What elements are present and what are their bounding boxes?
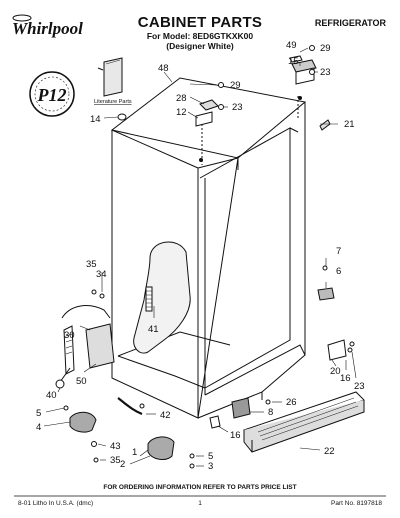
callout-29-center: 29 <box>230 80 241 91</box>
callout-16-right: 16 <box>340 373 351 384</box>
callout-14: 14 <box>90 114 101 125</box>
whirlpool-logo-mark: Whirlpool <box>12 14 83 38</box>
whirlpool-logo: Whirlpool <box>8 10 96 40</box>
callout-numbers: 48 29 28 23 12 14 49 29 15 23 21 7 6 35 … <box>36 40 365 472</box>
callout-22: 22 <box>324 446 335 457</box>
callout-7: 7 <box>336 246 341 257</box>
callout-28: 28 <box>176 93 187 104</box>
water-tube <box>117 397 143 416</box>
bottom-hinge <box>147 436 195 469</box>
literature-label: Literature Parts <box>94 99 132 105</box>
callout-3: 3 <box>208 461 213 472</box>
footer-litho: 8-01 Litho In U.S.A. (dmc) <box>18 500 94 507</box>
callout-40: 40 <box>46 390 57 401</box>
callout-5-bottom: 5 <box>208 451 213 462</box>
callout-16-bottom: 16 <box>230 430 241 441</box>
leveling-parts-right <box>317 265 335 301</box>
water-valve-assembly <box>55 305 115 389</box>
callout-42: 42 <box>160 410 171 421</box>
callout-41: 41 <box>148 324 159 335</box>
callout-34: 34 <box>96 269 107 280</box>
part-number: Part No. 8197818 <box>331 500 382 507</box>
leader-lines <box>43 47 357 467</box>
page-title: CABINET PARTS <box>137 14 263 31</box>
callout-5-left: 5 <box>36 408 41 419</box>
top-hinge-right <box>289 45 317 100</box>
literature-booklet-icon <box>97 57 123 97</box>
color-line: (Designer White) <box>166 41 234 51</box>
p12-badge: P12 <box>29 71 75 117</box>
callout-21: 21 <box>344 119 355 130</box>
part-14-plug <box>117 113 127 121</box>
callout-48: 48 <box>158 63 169 74</box>
callout-6: 6 <box>336 266 341 277</box>
category-label: REFRIGERATOR <box>314 18 386 28</box>
callout-49: 49 <box>286 40 297 51</box>
callout-43: 43 <box>110 441 121 452</box>
cabinet-body <box>110 77 307 419</box>
model-line: For Model: 8ED6GTKXK00 <box>146 31 254 41</box>
callout-50: 50 <box>76 376 87 387</box>
lower-left-hinge <box>63 405 99 463</box>
part-21-clip <box>319 119 331 131</box>
page-number: 1 <box>198 500 202 507</box>
callout-23-center: 23 <box>232 102 243 113</box>
right-bracket <box>327 339 355 361</box>
callout-8: 8 <box>268 407 273 418</box>
callout-1: 1 <box>132 447 137 458</box>
callout-30: 30 <box>64 330 75 341</box>
callout-23-bottom: 23 <box>354 381 365 392</box>
callout-35-bottom: 35 <box>110 455 121 466</box>
callout-29-right: 29 <box>320 43 331 54</box>
callout-4: 4 <box>36 422 41 433</box>
callout-26: 26 <box>286 397 297 408</box>
callout-23-right: 23 <box>320 67 331 78</box>
roller-parts <box>209 397 271 429</box>
left-screws <box>91 289 105 299</box>
callout-2: 2 <box>120 459 125 470</box>
callout-15: 15 <box>288 56 299 67</box>
brand-name: Whirlpool <box>12 19 83 38</box>
callout-20: 20 <box>330 366 341 377</box>
callout-12: 12 <box>176 107 187 118</box>
base-grille <box>243 391 365 453</box>
top-hinge-center <box>195 82 224 162</box>
badge-text: P12 <box>37 85 67 105</box>
callout-35-top: 35 <box>86 259 97 270</box>
ordering-note: FOR ORDERING INFORMATION REFER TO PARTS … <box>103 484 297 491</box>
